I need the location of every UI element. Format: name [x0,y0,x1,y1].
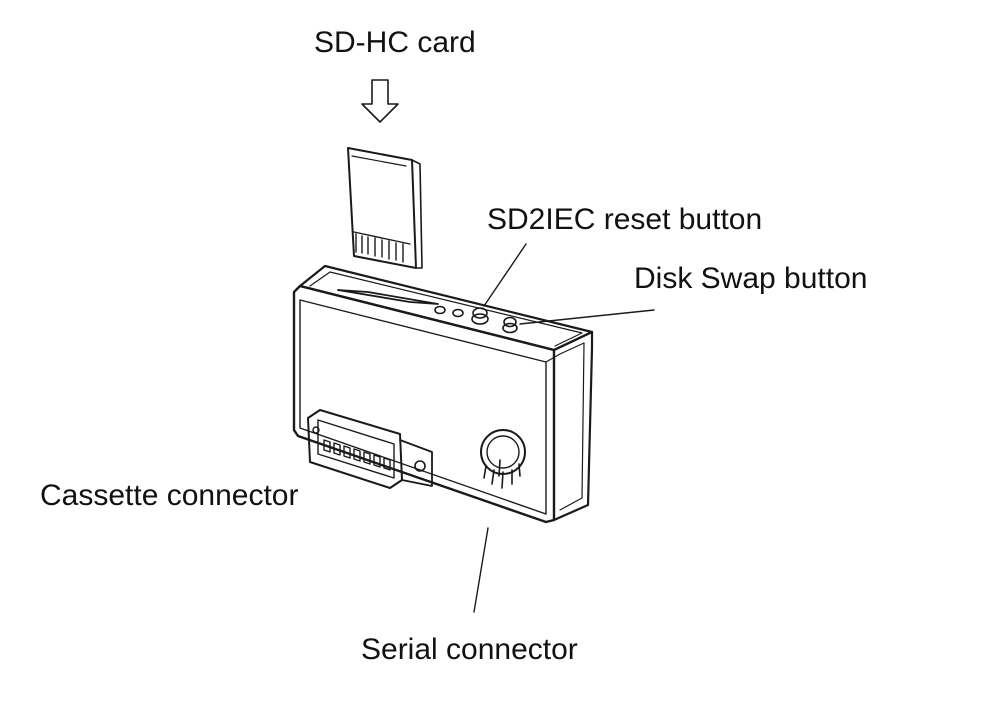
reset-button-label: SD2IEC reset button [487,203,763,236]
reset-button [471,307,489,325]
disk-swap-button [502,316,518,334]
led-2 [452,308,464,318]
sd-card-slot [337,289,439,305]
serial-connector-label: Serial connector [361,633,578,666]
cassette-connector-label: Cassette connector [40,479,299,512]
serial-connector [480,429,526,489]
sd-card-label: SD-HC card [314,26,476,59]
sd-card [347,147,423,269]
disk-swap-button-label: Disk Swap button [634,262,868,295]
cassette-connector [307,409,433,489]
swap-leader [519,309,655,325]
reset-leader [483,243,527,307]
leader-lines [473,243,655,613]
insert-arrow-icon [361,79,399,123]
device-body [292,264,594,524]
serial-leader [473,527,489,613]
top-controls [434,305,518,334]
led-1 [434,305,446,315]
